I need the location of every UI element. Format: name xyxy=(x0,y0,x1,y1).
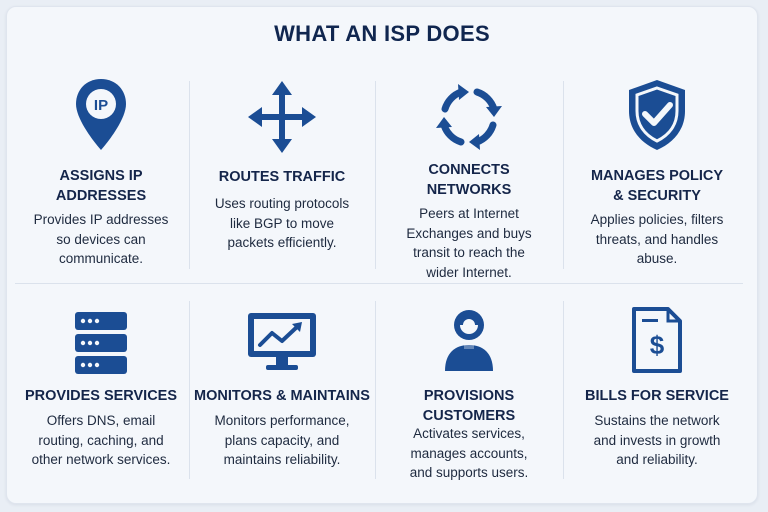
infographic-panel: WHAT AN ISP DOES IP ASSIGNS IP ADDRESSES… xyxy=(6,6,758,504)
card-monitors-maintains: MONITORS & MAINTAINS Monitors performanc… xyxy=(189,283,375,493)
monitor-chart-icon xyxy=(189,311,375,373)
card-assigns-ip: IP ASSIGNS IP ADDRESSES Provides IP addr… xyxy=(13,63,189,283)
card-description: Uses routing protocols like BGP to move … xyxy=(214,196,350,250)
card-heading: ROUTES TRAFFIC xyxy=(218,169,346,185)
card-description: Offers DNS, email routing, caching, and … xyxy=(31,413,171,467)
card-heading: BILLS FOR SERVICE xyxy=(585,388,729,404)
card-description: Monitors performance, plans capacity, an… xyxy=(214,413,350,467)
svg-text:$: $ xyxy=(650,330,665,360)
card-heading: MONITORS & MAINTAINS xyxy=(194,388,370,404)
card-heading: CONNECTS NETWORKS xyxy=(426,162,512,198)
pin-ip-label: IP xyxy=(94,97,108,114)
card-manages-policy: MANAGES POLICY & SECURITY Applies polici… xyxy=(563,63,751,283)
card-connects-networks: CONNECTS NETWORKS Peers at Internet Exch… xyxy=(375,63,563,283)
card-description: Applies policies, filters threats, and h… xyxy=(590,212,724,266)
circular-arrows-icon xyxy=(375,79,563,155)
page-title: WHAT AN ISP DOES xyxy=(274,21,490,46)
row-divider xyxy=(15,283,743,284)
card-heading: MANAGES POLICY & SECURITY xyxy=(590,168,724,204)
card-bills-service: $ BILLS FOR SERVICE Sustains the network… xyxy=(563,283,751,493)
location-pin-ip-icon: IP xyxy=(13,77,189,153)
card-heading: PROVIDES SERVICES xyxy=(24,388,178,404)
card-description: Activates services, manages accounts, an… xyxy=(409,426,529,480)
server-rack-icon xyxy=(13,310,189,376)
dollar-invoice-icon: $ xyxy=(563,307,751,373)
shield-check-icon xyxy=(563,77,751,153)
card-description: Provides IP addresses so devices can com… xyxy=(33,212,169,266)
user-headset-icon xyxy=(375,305,563,373)
card-heading: PROVISIONS CUSTOMERS xyxy=(422,388,516,424)
card-description: Peers at Internet Exchanges and buys tra… xyxy=(406,206,532,280)
card-provisions-customers: PROVISIONS CUSTOMERS Activates services,… xyxy=(375,283,563,493)
card-grid: IP ASSIGNS IP ADDRESSES Provides IP addr… xyxy=(13,63,751,493)
card-description: Sustains the network and invests in grow… xyxy=(593,413,721,467)
four-way-arrows-icon xyxy=(189,79,375,155)
card-provides-services: PROVIDES SERVICES Offers DNS, email rout… xyxy=(13,283,189,493)
card-routes-traffic: ROUTES TRAFFIC Uses routing protocols li… xyxy=(189,63,375,283)
card-heading: ASSIGNS IP ADDRESSES xyxy=(55,168,147,204)
